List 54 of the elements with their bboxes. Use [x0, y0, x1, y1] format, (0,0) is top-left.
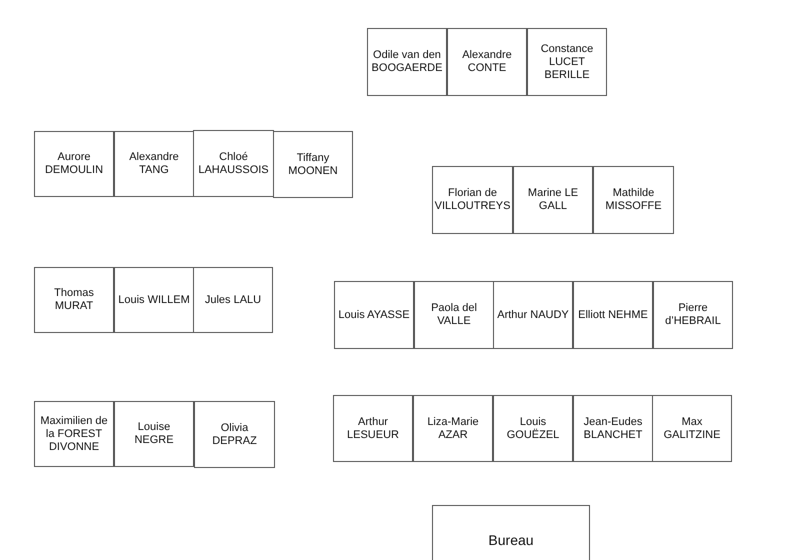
- student-name: Marine LE GALL: [526, 187, 580, 213]
- seat-box: [333, 395, 413, 462]
- student-name: Mathilde MISSOFFE: [604, 187, 663, 213]
- student-name: Elliott NEHME: [578, 308, 648, 322]
- seat-box: [273, 131, 353, 198]
- student-name: Louis AYASSE: [338, 308, 410, 322]
- student-name: Olivia DEPRAZ: [211, 422, 258, 448]
- student-name: Alexandre TANG: [128, 151, 180, 177]
- seat-box: [414, 281, 494, 349]
- seat-box: [653, 281, 733, 349]
- student-name: Florian de VILLOUTREYS: [434, 187, 510, 213]
- student-name: Constance LUCET BERILLE: [540, 42, 594, 82]
- seat-box: [447, 28, 527, 96]
- seat-box: [573, 395, 653, 462]
- seat-box: [34, 267, 114, 333]
- seat-box: [652, 395, 732, 462]
- seat-box: [593, 166, 674, 234]
- seat-box: [34, 401, 114, 467]
- student-name: Louise NEGRE: [133, 421, 175, 447]
- seat-box: [432, 166, 513, 234]
- student-name: Pierre d’HEBRAIL: [664, 302, 722, 328]
- seat-box: [114, 401, 194, 467]
- desk-box: [432, 505, 590, 560]
- student-name: Jules LALU: [204, 294, 262, 306]
- student-name: Alexandre CONTE: [461, 49, 513, 75]
- student-name: Odile van den BOOGAERDE: [371, 49, 443, 75]
- student-name: Arthur LESUEUR: [346, 416, 400, 442]
- seat-box: [493, 281, 573, 349]
- student-name: Paola del VALLE: [430, 302, 478, 328]
- seat-box: [114, 131, 194, 197]
- seat-box: [193, 267, 273, 333]
- student-name: Louis GOUËZEL: [506, 416, 560, 442]
- student-name: Liza-Marie AZAR: [426, 416, 480, 442]
- seat-box: [114, 267, 194, 333]
- seat-box: [34, 131, 114, 197]
- student-name: Thomas MURAT: [53, 287, 95, 313]
- student-name: Tiffany MOONEN: [287, 152, 339, 178]
- student-name: Chloé LAHAUSSOIS: [197, 150, 270, 176]
- seat-box: [334, 281, 414, 349]
- seat-box: [527, 28, 607, 96]
- seat-box: [513, 166, 593, 234]
- seat-box: [367, 28, 447, 96]
- seat-box: [573, 281, 653, 349]
- seat-box: [194, 401, 275, 468]
- student-name: Aurore DEMOULIN: [44, 151, 104, 177]
- student-name: Max GALITZINE: [662, 416, 722, 442]
- seat-box: [493, 395, 573, 462]
- student-name: Jean-Eudes BLANCHET: [582, 416, 644, 442]
- student-name: Arthur NAUDY: [497, 308, 569, 322]
- seat-box: [413, 395, 493, 462]
- seat-box: [193, 130, 274, 197]
- student-name: Louis WILLEM: [118, 294, 190, 306]
- desk-label: Bureau: [488, 532, 534, 549]
- student-name: Maximilien de la FOREST DIVONNE: [39, 414, 109, 454]
